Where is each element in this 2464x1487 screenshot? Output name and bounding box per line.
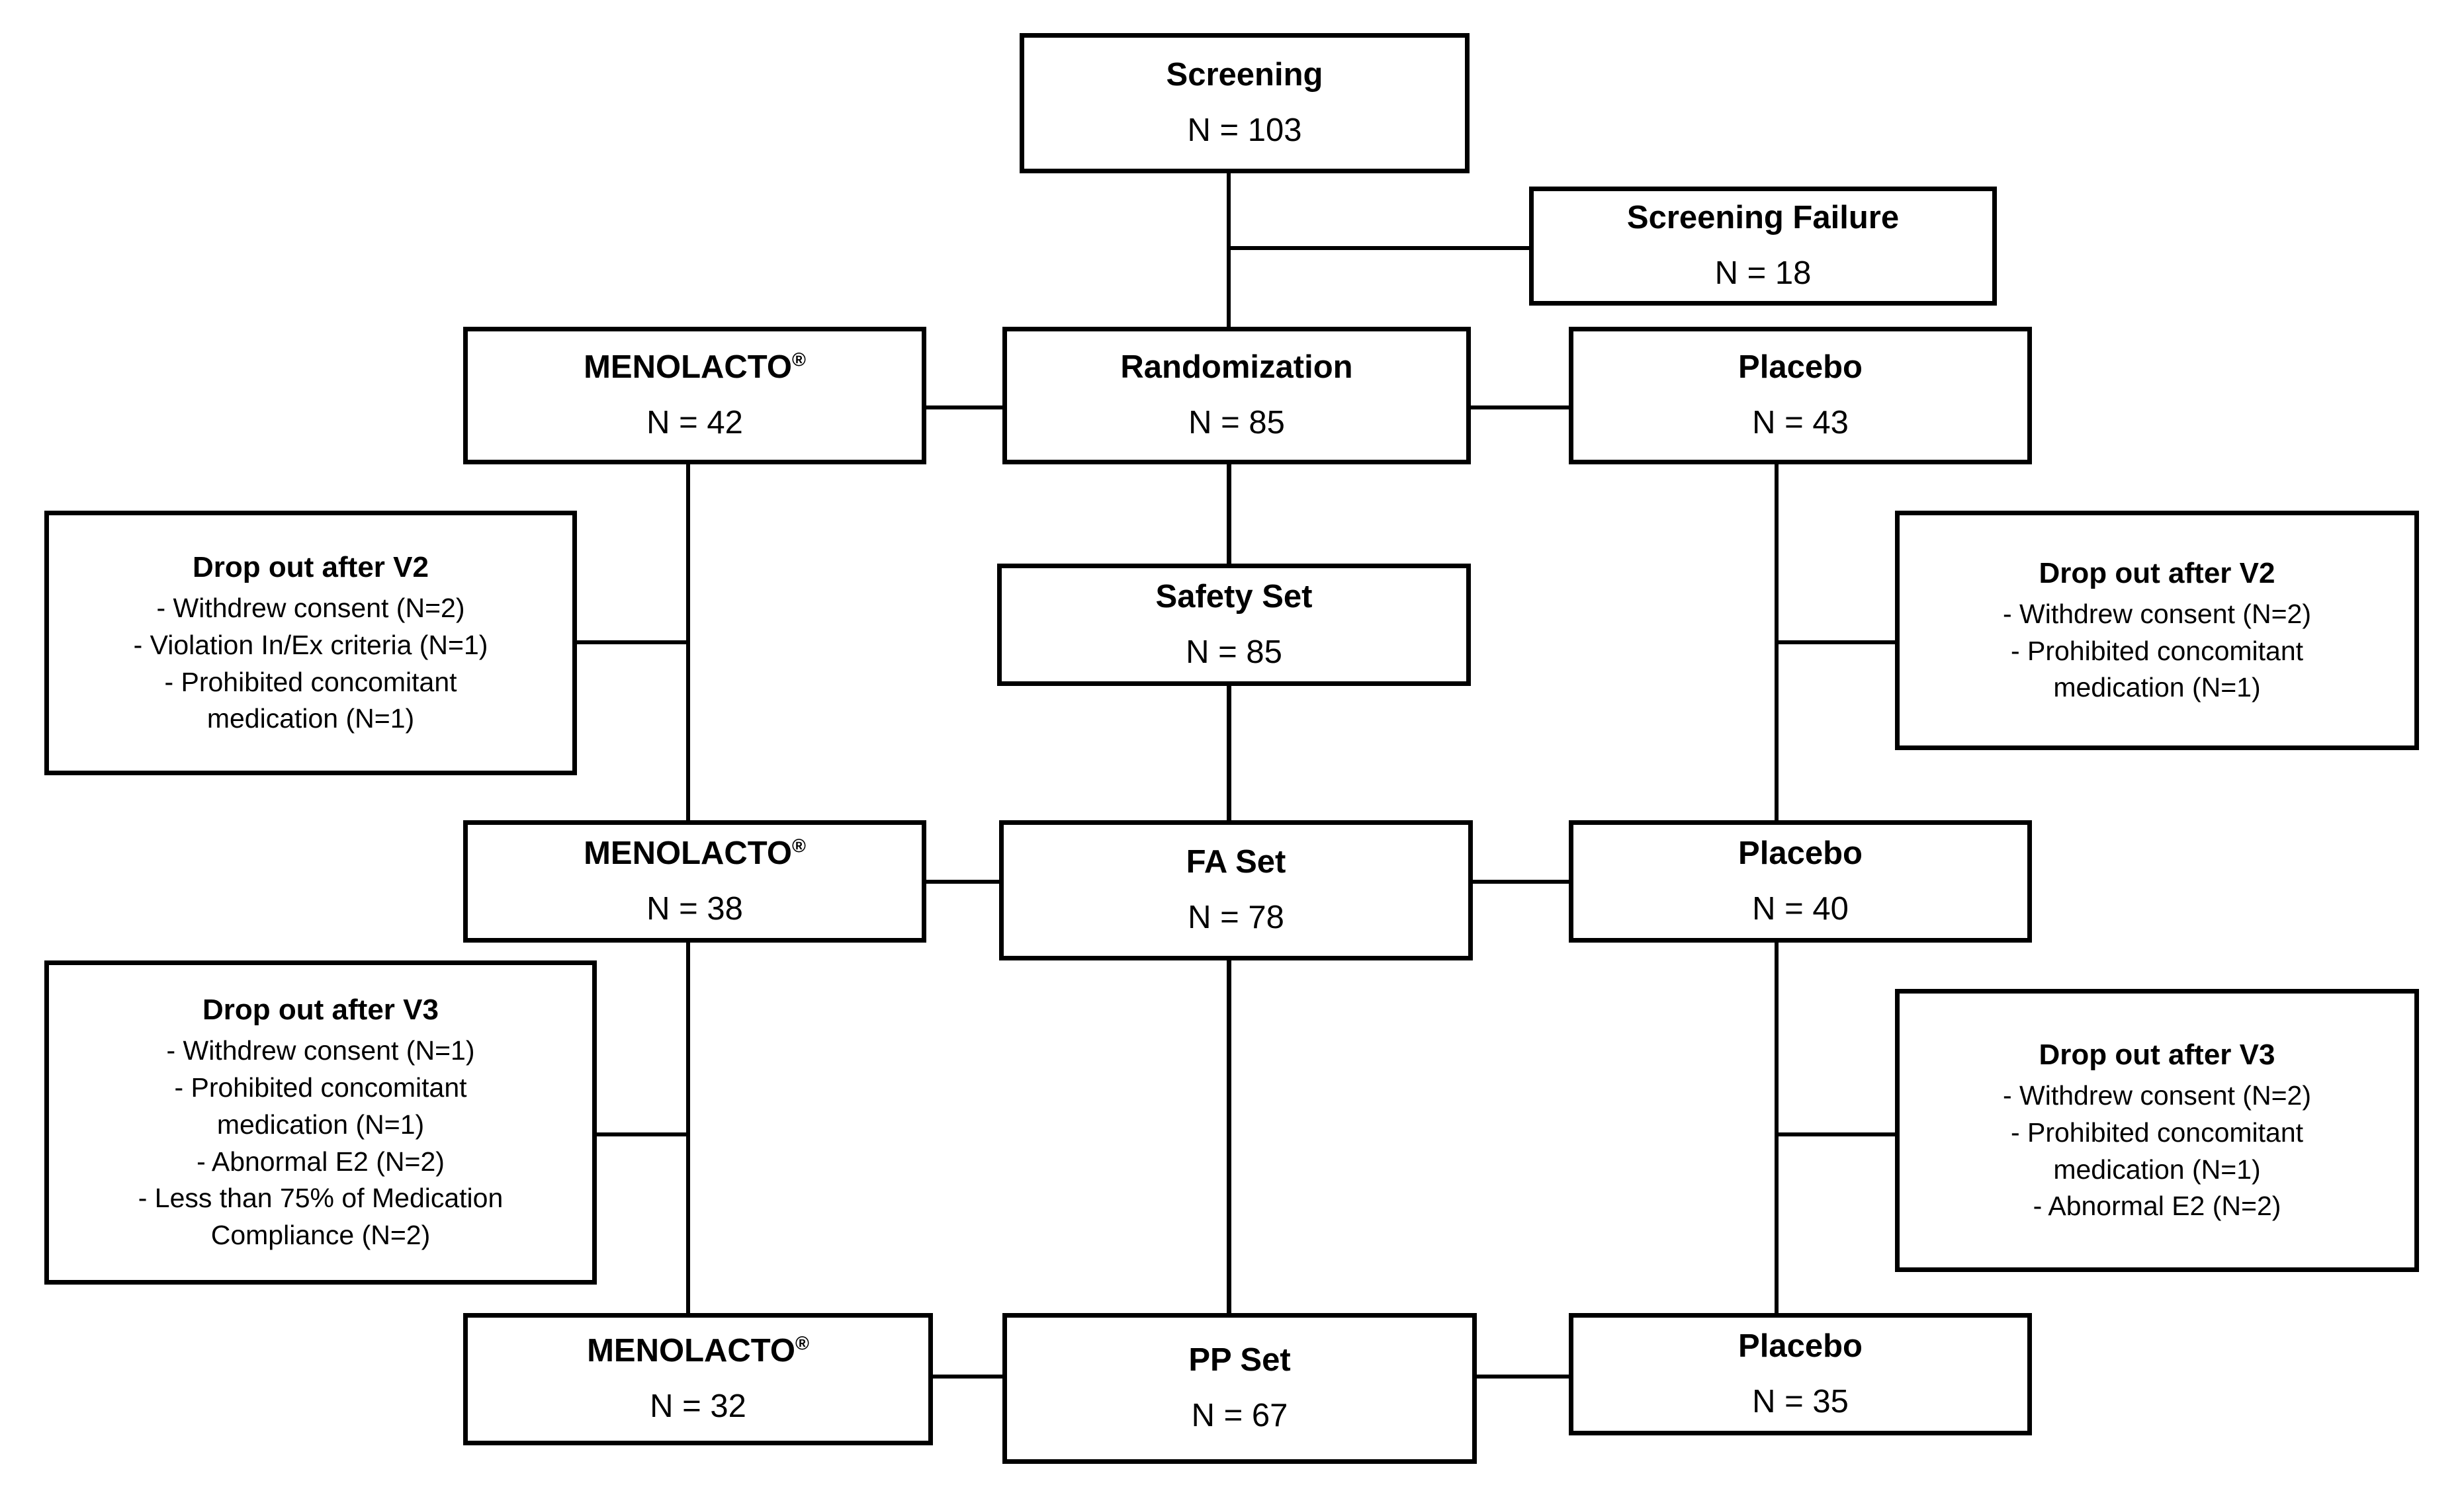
- dropout-left-after-v2-line-1: - Violation In/Ex criteria (N=1): [133, 629, 488, 660]
- node-screening-label: Screening: [1166, 57, 1323, 93]
- node-pp-set-label: PP Set: [1188, 1342, 1291, 1379]
- node-fa-set-count: N = 78: [1188, 900, 1284, 935]
- node-screening-failure[interactable]: Screening Failure N = 18: [1529, 187, 1997, 306]
- dropout-left-after-v3-line-5: Compliance (N=2): [210, 1220, 431, 1251]
- dropout-left-after-v3-line-0: - Withdrew consent (N=1): [166, 1035, 475, 1066]
- dropout-right-after-v3-line-1: - Prohibited concomitant: [2010, 1117, 2304, 1148]
- dropout-left-after-v2[interactable]: Drop out after V2 - Withdrew consent (N=…: [44, 511, 577, 775]
- connector-safety-set-to-fa-set: [1227, 685, 1231, 820]
- node-pp-set[interactable]: PP Set N = 67: [1002, 1313, 1477, 1464]
- connector-screening-failure-stub: [1227, 246, 1531, 250]
- node-placebo-randomized-label: Placebo: [1738, 349, 1863, 386]
- node-placebo-randomized-count: N = 43: [1752, 405, 1849, 441]
- node-menolacto-randomized-count: N = 42: [646, 405, 743, 441]
- dropout-right-after-v2-heading: Drop out after V2: [2039, 556, 2275, 589]
- connector-screening-to-randomization: [1227, 173, 1231, 327]
- dropout-left-after-v2-line-2: - Prohibited concomitant: [164, 666, 457, 697]
- node-randomization-label: Randomization: [1120, 349, 1353, 386]
- node-pp-set-count: N = 67: [1191, 1398, 1288, 1433]
- node-randomization-count: N = 85: [1188, 405, 1285, 441]
- dropout-right-after-v3-heading: Drop out after V3: [2039, 1038, 2275, 1071]
- node-placebo-pp-label: Placebo: [1738, 1328, 1863, 1364]
- dropout-right-after-v3-line-0: - Withdrew consent (N=2): [2003, 1080, 2311, 1111]
- node-placebo-fa[interactable]: Placebo N = 40: [1569, 820, 2032, 943]
- node-placebo-fa-count: N = 40: [1752, 890, 1849, 927]
- dropout-right-after-v2[interactable]: Drop out after V2 - Withdrew consent (N=…: [1895, 511, 2419, 750]
- connector-fa-set-to-menolacto: [926, 880, 1002, 884]
- connector-left-arm-v3: [686, 943, 690, 1313]
- dropout-right-after-v3-line-3: - Abnormal E2 (N=2): [2033, 1191, 2281, 1222]
- dropout-left-after-v3-line-4: - Less than 75% of Medication: [138, 1183, 504, 1214]
- dropout-left-after-v3-line-3: - Abnormal E2 (N=2): [197, 1146, 445, 1177]
- node-menolacto-pp[interactable]: MENOLACTO® N = 32: [463, 1313, 933, 1445]
- dropout-right-after-v2-line-0: - Withdrew consent (N=2): [2003, 598, 2311, 629]
- dropout-left-after-v3-heading: Drop out after V3: [202, 994, 439, 1027]
- node-menolacto-randomized[interactable]: MENOLACTO® N = 42: [463, 327, 926, 464]
- dropout-left-after-v2-line-3: medication (N=1): [206, 703, 415, 734]
- connector-pp-set-to-menolacto: [926, 1375, 1002, 1379]
- dropout-right-after-v3-line-2: medication (N=1): [2053, 1154, 2261, 1185]
- dropout-left-after-v3[interactable]: Drop out after V3 - Withdrew consent (N=…: [44, 960, 597, 1285]
- node-safety-set[interactable]: Safety Set N = 85: [997, 564, 1471, 686]
- dropout-right-after-v2-line-1: - Prohibited concomitant: [2010, 635, 2304, 666]
- node-screening-failure-count: N = 18: [1714, 255, 1812, 291]
- node-fa-set-label: FA Set: [1186, 844, 1286, 880]
- node-fa-set[interactable]: FA Set N = 78: [999, 820, 1473, 960]
- dropout-left-after-v3-line-2: medication (N=1): [216, 1109, 425, 1140]
- node-safety-set-count: N = 85: [1186, 634, 1282, 670]
- dropout-left-after-v3-line-1: - Prohibited concomitant: [174, 1072, 467, 1103]
- connector-randomization-to-safety-set: [1227, 464, 1231, 564]
- connector-randomization-to-placebo: [1468, 405, 1569, 409]
- node-menolacto-pp-label: MENOLACTO®: [587, 1333, 809, 1369]
- connector-fa-set-to-placebo: [1471, 880, 1569, 884]
- node-menolacto-pp-count: N = 32: [650, 1388, 746, 1424]
- dropout-left-after-v2-line-0: - Withdrew consent (N=2): [156, 593, 465, 624]
- connector-left-dropout-v2-stub: [577, 640, 689, 644]
- dropout-right-after-v2-line-2: medication (N=1): [2053, 672, 2261, 703]
- node-safety-set-label: Safety Set: [1155, 578, 1313, 615]
- connector-pp-set-to-placebo: [1475, 1375, 1569, 1379]
- node-screening[interactable]: Screening N = 103: [1020, 33, 1470, 173]
- connector-fa-set-to-pp-set: [1227, 943, 1231, 1313]
- registered-trademark-icon: ®: [795, 1333, 809, 1355]
- node-menolacto-fa-label: MENOLACTO®: [584, 835, 806, 871]
- node-menolacto-fa-count: N = 38: [646, 890, 743, 927]
- connector-right-arm-v3: [1775, 943, 1779, 1313]
- node-placebo-fa-label: Placebo: [1738, 835, 1863, 871]
- node-screening-count: N = 103: [1187, 112, 1302, 148]
- node-randomization[interactable]: Randomization N = 85: [1002, 327, 1471, 464]
- connector-right-dropout-v3-stub: [1775, 1132, 1895, 1136]
- registered-trademark-icon: ®: [791, 349, 806, 371]
- node-placebo-pp-count: N = 35: [1752, 1383, 1849, 1420]
- dropout-right-after-v3[interactable]: Drop out after V3 - Withdrew consent (N=…: [1895, 989, 2419, 1272]
- node-menolacto-randomized-label: MENOLACTO®: [584, 349, 806, 386]
- node-screening-failure-label: Screening Failure: [1626, 200, 1900, 236]
- connector-randomization-to-menolacto: [926, 405, 1002, 409]
- dropout-left-after-v2-heading: Drop out after V2: [193, 550, 429, 583]
- node-menolacto-fa[interactable]: MENOLACTO® N = 38: [463, 820, 926, 943]
- connector-right-dropout-v2-stub: [1775, 640, 1895, 644]
- node-placebo-pp[interactable]: Placebo N = 35: [1569, 1313, 2032, 1435]
- connector-left-dropout-v3-stub: [577, 1132, 689, 1136]
- node-placebo-randomized[interactable]: Placebo N = 43: [1569, 327, 2032, 464]
- registered-trademark-icon: ®: [791, 835, 806, 857]
